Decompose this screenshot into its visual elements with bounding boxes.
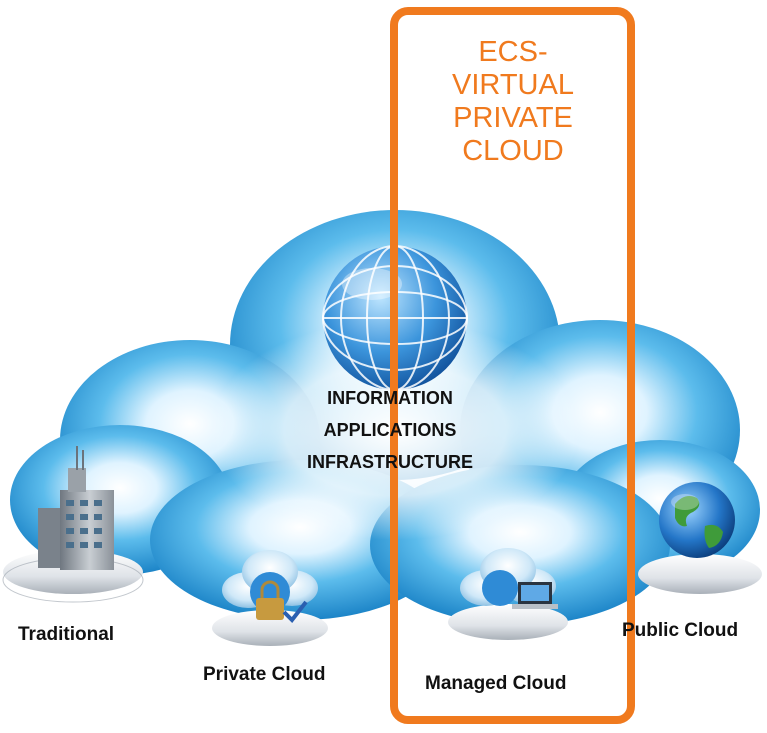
highlight-title-line: CLOUD (462, 135, 564, 167)
highlight-box (390, 7, 635, 724)
highlight-title: ECS- VIRTUAL PRIVATE CLOUD (398, 36, 628, 168)
traditional-node (2, 446, 144, 603)
layer-applications: APPLICATIONS (323, 420, 457, 440)
layer-infrastructure: INFRASTRUCTURE (307, 452, 473, 472)
public-cloud-label: Public Cloud (622, 620, 739, 641)
private-cloud-label: Private Cloud (203, 664, 326, 685)
public-cloud-node (638, 482, 762, 594)
cloud-padlock-icon (222, 550, 318, 624)
earth-globe-icon (659, 482, 735, 558)
highlight-title-line: PRIVATE (453, 102, 573, 134)
private-cloud-node (212, 550, 328, 646)
office-building-icon (38, 446, 114, 570)
traditional-label: Traditional (18, 624, 115, 645)
cloud-laptop-icon (460, 548, 558, 609)
center-layers: INFORMATION APPLICATIONS INFRASTRUCTURE (260, 382, 520, 478)
managed-cloud-node (448, 548, 568, 640)
highlight-title-line: ECS- (478, 36, 548, 68)
managed-cloud-label: Managed Cloud (425, 673, 567, 694)
layer-information: INFORMATION (327, 388, 453, 408)
highlight-title-line: VIRTUAL (452, 69, 574, 101)
